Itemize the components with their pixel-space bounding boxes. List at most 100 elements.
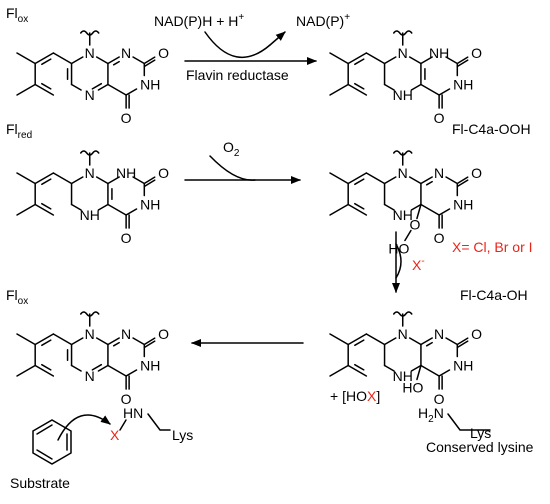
n10-atom: N (398, 45, 408, 61)
ring-bond (70, 176, 84, 185)
subst-x-label: X (110, 427, 120, 443)
pyr-bond (132, 337, 146, 346)
double-bond (41, 82, 52, 90)
benzene-bond (52, 172, 73, 185)
c4a-oh-bond (416, 364, 422, 381)
pyr-bond (438, 208, 451, 216)
c2-oxygen: O (471, 326, 482, 342)
pyr-bond (420, 83, 440, 96)
methyl-7 (329, 172, 349, 185)
c2-o (143, 337, 156, 346)
pyr-bond (107, 364, 127, 377)
peroxide-o1: O (409, 217, 420, 233)
c4-oxygen: O (434, 110, 445, 126)
n1-atom: NH (429, 45, 449, 61)
methyl-8 (16, 83, 36, 96)
n1-double (425, 341, 433, 347)
ring-bond (70, 337, 84, 346)
benzene-bond (34, 83, 55, 96)
c2-o-double (456, 340, 469, 349)
n10-atom: N (85, 326, 95, 342)
n3-atom: NH (140, 197, 160, 213)
benzene-bond (347, 364, 368, 377)
ring-bond (383, 83, 395, 91)
o2-label: O2 (223, 139, 240, 159)
ribityl-wiggle (79, 150, 100, 156)
double-bond (41, 202, 52, 210)
pyr-bond (438, 88, 451, 96)
c2-o (143, 56, 156, 65)
double-bond (354, 58, 365, 66)
pyr-bond (107, 83, 127, 96)
benzene-bond (52, 52, 73, 65)
n5-atom: NH (393, 87, 413, 103)
benzene-bond (34, 172, 55, 185)
ring-bond (410, 364, 422, 372)
n5-atom: N (85, 87, 95, 103)
pyr-bond (125, 88, 138, 96)
methyl-8 (329, 364, 349, 377)
c2-o (456, 176, 469, 185)
c2-o-double (456, 59, 469, 68)
double-bond (354, 363, 365, 371)
pyr-bond (438, 369, 451, 377)
c4-oxygen: O (434, 230, 445, 246)
flox-top-label: Flox (6, 5, 28, 25)
c2-oxygen: O (471, 165, 482, 181)
substrate-attack-arrow (57, 414, 111, 441)
c4a-ho: HO (402, 380, 423, 396)
n3-atom: NH (453, 358, 473, 374)
c2-o (143, 176, 156, 185)
n1-atom: N (434, 326, 444, 342)
subst-lys-label: Lys (172, 427, 193, 443)
pyr-bond (132, 176, 146, 185)
ribityl-wiggle (79, 30, 100, 36)
hox-label: + [HOX] (330, 388, 380, 404)
n1-double (112, 60, 120, 66)
c2-oxygen: O (471, 45, 482, 61)
o-o-bond (404, 229, 412, 242)
benzene-bond (347, 203, 368, 216)
nadph-curved-arrowhead (269, 31, 286, 46)
pyr-bond (132, 56, 146, 65)
pyr-bond (420, 176, 433, 185)
pyr-bond (445, 56, 459, 65)
ring-bond (95, 337, 109, 346)
nadph-label: NAD(P)H + H+ (154, 12, 244, 29)
pyr-bond (107, 176, 120, 185)
n5-atom: NH (80, 207, 100, 223)
ribityl-wiggle (392, 150, 413, 156)
c2-o-double (143, 340, 156, 349)
pyr-bond (107, 203, 127, 216)
n1-double (112, 341, 120, 347)
ring-bond (95, 176, 109, 185)
fl-c4a-ooh-label: Fl-C4a-OOH (452, 121, 531, 137)
n10-atom: N (85, 165, 95, 181)
n3-atom: NH (453, 77, 473, 93)
methyl-7 (16, 52, 36, 65)
benzene-bond (34, 52, 55, 65)
n3-atom: NH (140, 77, 160, 93)
methyl-8 (16, 364, 36, 377)
c2-o (456, 56, 469, 65)
pyr-bond (107, 337, 120, 346)
pyr-bond (445, 176, 459, 185)
ring-bond (70, 56, 84, 65)
n5-atom: NH (393, 368, 413, 384)
flred-label: Flred (6, 121, 32, 141)
n10-atom: N (398, 165, 408, 181)
subst-lys-chain (147, 413, 171, 431)
benzene-bond (347, 333, 368, 346)
n5-atom: N (85, 368, 95, 384)
ring-bond (70, 364, 82, 372)
double-bond (91, 363, 103, 371)
ring-bond (97, 203, 109, 211)
n10-atom: N (398, 326, 408, 342)
n1-atom: NH (116, 165, 136, 181)
c4-oxygen: O (121, 110, 132, 126)
double-bond (354, 202, 365, 210)
ring-bond (95, 56, 109, 65)
